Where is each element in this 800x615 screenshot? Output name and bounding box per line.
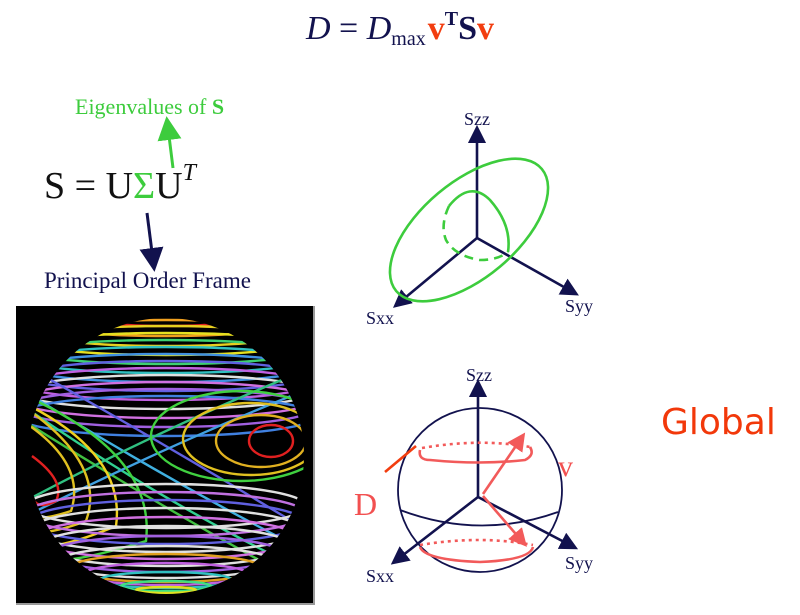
global-label: Global [661,402,776,443]
eq-v1: v [427,10,445,47]
svd-T: T [182,160,196,186]
eq-v2: v [477,10,494,47]
eq-dmax: D [366,10,392,47]
ellipsoid-axis-x-label: Sxx [366,308,395,328]
svd-U-transpose: U [155,165,183,207]
sphere-cones [384,432,535,564]
eq-equals: = [330,10,367,47]
v-label: v [558,450,573,483]
sphere-axes [390,378,579,565]
ellipsoid-shape [388,157,550,303]
svd-equals: = [65,165,106,207]
frame-arrow [139,212,164,272]
ellipsoid-axes [393,124,579,308]
principal-order-frame-label: Principal Order Frame [44,268,251,293]
svd-equation: S = UΣUT [44,160,196,208]
sphere-outline [397,407,563,573]
eq-dmax-sub: max [391,28,426,50]
sphere-axis-y-label: Syy [565,553,594,573]
svd-sigma: Σ [133,165,156,207]
sphere-axis-z-label: Szz [466,365,492,385]
ellipsoid-axis-y-label: Syy [565,296,594,316]
svd-S: S [44,165,66,207]
eigen-arrow [157,116,182,169]
contour-sphere-graphic [28,318,304,594]
D-label: D [354,486,378,522]
eigenvalues-label: Eigenvalues of S [75,94,224,120]
eq-D: D [305,10,331,47]
eq-S: S [458,10,477,47]
eigenvalues-text: Eigenvalues of [75,94,212,119]
sphere-axis-x-label: Sxx [366,566,395,586]
ellipsoid-axis-z-label: Szz [464,109,490,129]
rdc-equation: D = DmaxvTSv [0,8,800,51]
eq-transpose: T [444,8,459,30]
eigenvalues-S: S [211,94,225,119]
svd-U: U [105,165,134,207]
contour-sphere-image [16,306,315,605]
